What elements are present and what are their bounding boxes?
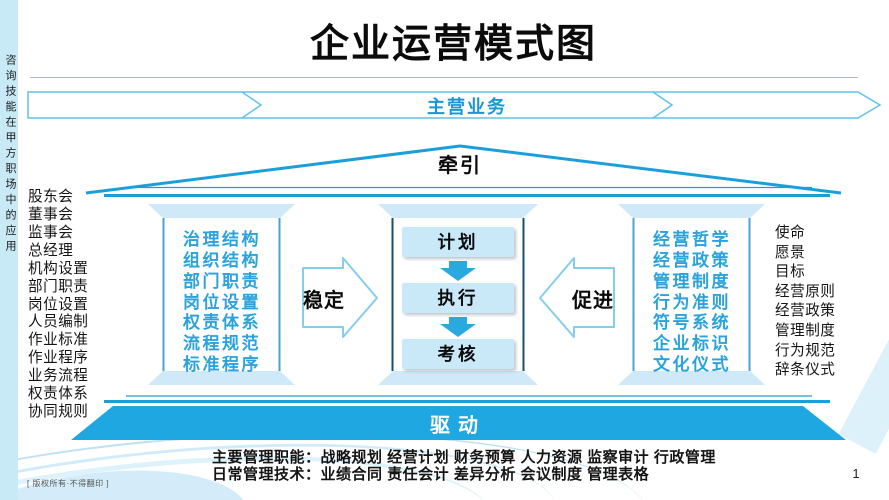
pillar-item: 岗位设置 — [183, 292, 261, 312]
stability-label: 稳定 — [303, 290, 345, 312]
pillar-item: 流程规范 — [183, 334, 261, 354]
footer-line-management-techniques: 日常管理技术：业绩合同 责任会计 差异分析 会议制度 管理表格 — [212, 466, 650, 483]
promotion-label: 促进 — [572, 290, 614, 312]
pillar-item: 权责体系 — [183, 313, 261, 333]
list-item: 总经理 — [28, 242, 74, 259]
list-item: 协同规则 — [28, 404, 89, 421]
page-number: 1 — [852, 466, 860, 481]
pillar-item: 文化仪式 — [653, 355, 731, 375]
right-pillar: 经营哲学 经营政策 管理制度 行为准则 符号系统 企业标识 文化仪式 — [621, 230, 763, 376]
page-title: 企业运营模式图 — [309, 23, 597, 66]
pillar-item: 经营哲学 — [653, 230, 731, 249]
list-item: 经营政策 — [775, 303, 836, 320]
pillar-item: 经营政策 — [653, 250, 731, 270]
left-list: 股东会 董事会 监事会 总经理 机构设置 部门职责 岗位设置 人员编制 作业标准… — [28, 189, 88, 422]
list-item: 部门职责 — [28, 278, 89, 295]
left-pillar: 治理结构 组织结构 部门职责 岗位设置 权责体系 流程规范 标准程序 — [151, 230, 293, 376]
list-item: 人员编制 — [28, 314, 89, 331]
sidebar-vertical-label: 咨询技能在甲方职场中的应用 — [4, 54, 16, 256]
main-business-label: 主营业务 — [427, 97, 507, 117]
list-item: 作业程序 — [28, 350, 89, 367]
process-box-execute: 执行 — [402, 283, 514, 313]
list-item: 作业标准 — [28, 332, 89, 349]
title-divider — [30, 77, 858, 78]
pillar-capital — [148, 204, 295, 218]
process-box-plan: 计划 — [402, 227, 514, 257]
pillar-item: 符号系统 — [653, 313, 731, 333]
pillar-item: 企业标识 — [653, 334, 731, 354]
list-item: 业务流程 — [28, 368, 89, 385]
list-item: 股东会 — [28, 189, 74, 205]
list-item: 辞条仪式 — [775, 362, 836, 379]
footer-line-management-functions: 主要管理职能：战略规划 经营计划 财务预算 人力资源 监察审计 行政管理 — [212, 449, 716, 466]
traction-label: 牵引 — [438, 155, 482, 177]
pillar-base — [378, 371, 538, 385]
list-item: 董事会 — [28, 206, 74, 223]
list-item: 使命 — [775, 225, 806, 241]
right-list: 使命 愿景 目标 经营原则 经营政策 管理制度 行为规范 辞条仪式 — [775, 224, 835, 381]
list-item: 经营原则 — [775, 283, 836, 300]
sidebar-strip — [0, 0, 18, 500]
drive-label: 驱动 — [430, 415, 486, 437]
copyright-note: [ 版权所有·不得翻印 ] — [27, 479, 110, 488]
list-item: 管理制度 — [775, 322, 836, 339]
pillar-capital — [618, 204, 765, 218]
pillar-capital — [378, 204, 538, 218]
down-arrow-icon — [440, 261, 476, 281]
pillar-item: 标准程序 — [183, 355, 261, 375]
pillar-item: 行为准则 — [653, 292, 731, 312]
pillar-item: 部门职责 — [183, 271, 261, 291]
list-item: 行为规范 — [775, 342, 836, 359]
list-item: 权责体系 — [28, 386, 89, 403]
list-item: 愿景 — [775, 244, 806, 261]
process-box-assess: 考核 — [402, 339, 514, 369]
list-item: 岗位设置 — [28, 296, 89, 313]
banner-chevron-icon — [241, 91, 263, 119]
list-item: 目标 — [775, 264, 806, 281]
pillar-item: 组织结构 — [183, 250, 261, 270]
pillar-item: 管理制度 — [653, 271, 731, 291]
list-item: 机构设置 — [28, 260, 89, 277]
pillar-item: 治理结构 — [183, 230, 261, 249]
list-item: 监事会 — [28, 224, 74, 241]
down-arrow-icon — [440, 317, 476, 337]
